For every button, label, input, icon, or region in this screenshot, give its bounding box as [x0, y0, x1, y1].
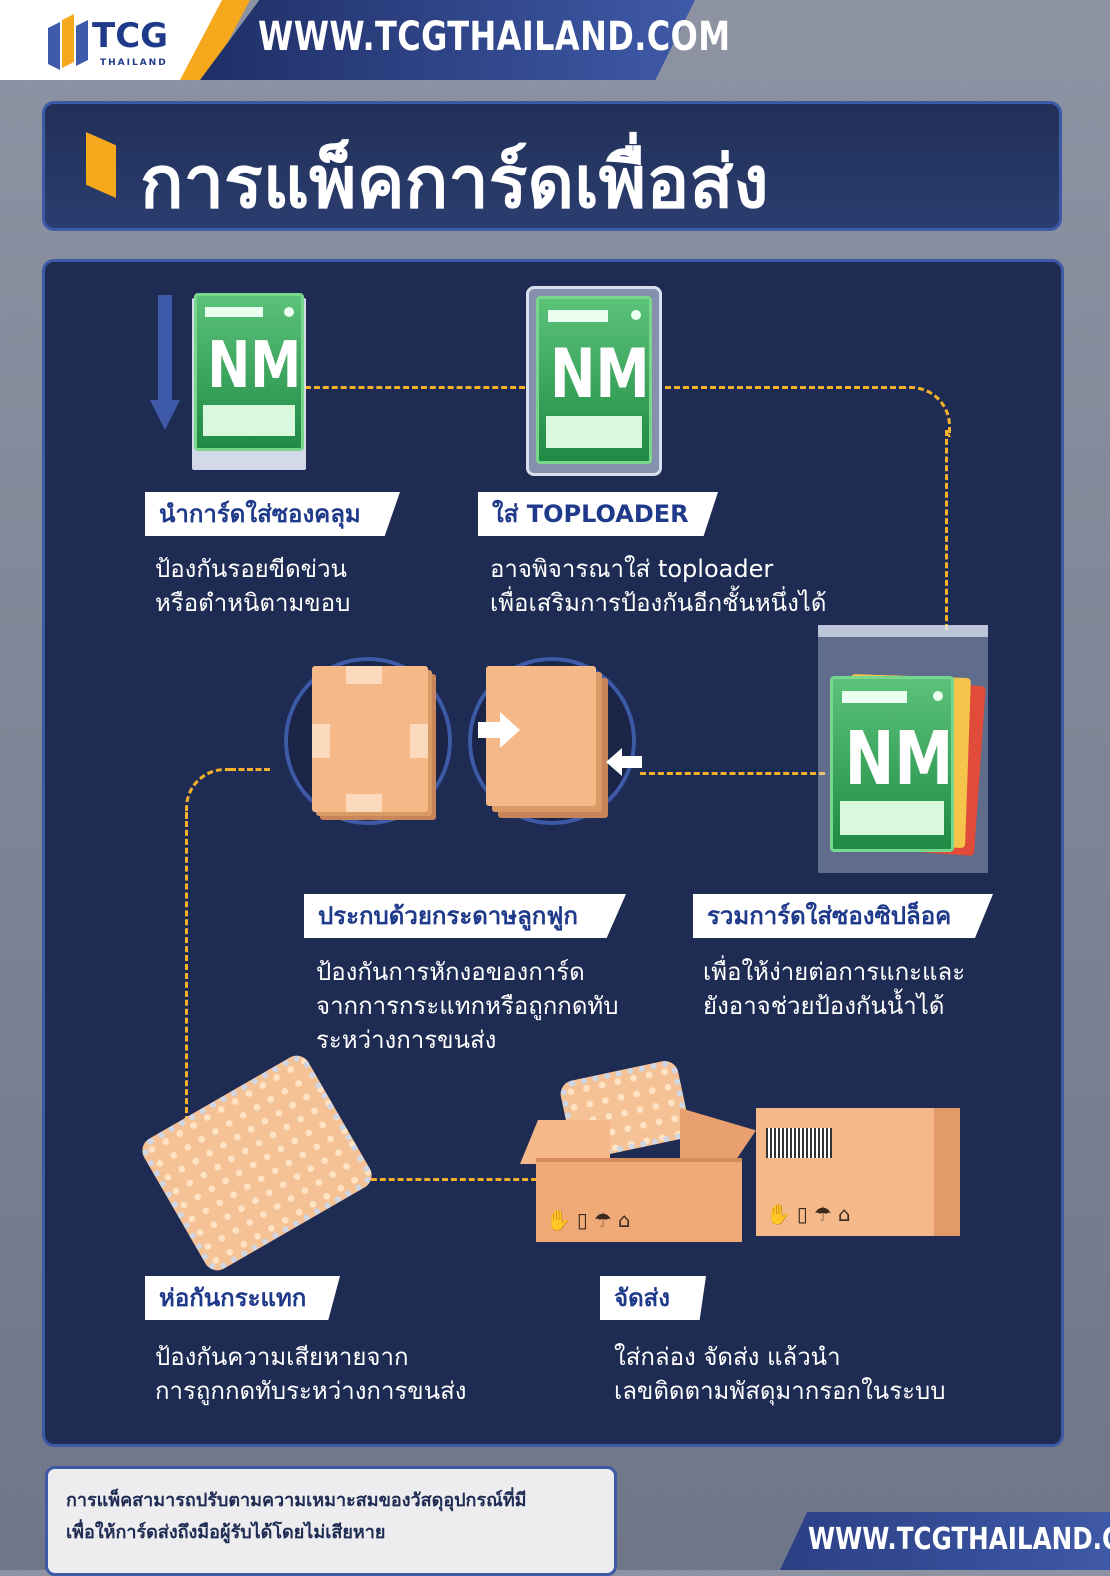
step-4-label: รวมการ์ดใส่ซองซิปล็อค: [693, 894, 993, 938]
press-arrow-head-icon: [606, 748, 622, 776]
handling-symbols-icon: ✋▯☂⌂: [546, 1208, 637, 1232]
footer-note: การแพ็คสามารถปรับตามความเหมาะสมของวัสดุอ…: [45, 1466, 617, 1576]
step-2-label: ใส่ TOPLOADER: [478, 492, 718, 536]
connector-line: [665, 386, 905, 389]
cardboard-sheet-icon: [312, 666, 428, 812]
connector-line: [640, 772, 825, 775]
connector-line: [362, 1178, 537, 1181]
connector-line: [230, 768, 270, 771]
connector-line: [945, 430, 948, 630]
title-bar: [42, 101, 1062, 231]
handling-symbols-icon: ✋▯☂⌂: [766, 1202, 857, 1226]
step-4-desc-line-1: เพื่อให้ง่ายต่อการแกะและ: [703, 958, 966, 986]
step-3-desc-line-2: จากการกระแทกหรือถูกกดทับ: [316, 992, 619, 1020]
nm-card-bag: NM: [830, 676, 954, 852]
step-5-label: ห่อกันกระแทก: [145, 1276, 340, 1320]
step-2-desc-line-2: เพื่อเสริมการป้องกันอีกชั้นหนึ่งได้: [490, 589, 827, 617]
footer-url-banner: [780, 1512, 1110, 1570]
down-arrow-head-icon: [150, 400, 180, 430]
step-5-desc-line-2: การถูกกดทับระหว่างการขนส่ง: [155, 1377, 467, 1405]
logo-subtext: THAILAND: [100, 58, 168, 68]
step-3-desc-line-1: ป้องกันการหักงอของการ์ด: [316, 958, 585, 986]
barcode-label-icon: [766, 1128, 832, 1158]
nm-card-toploader: NM: [536, 296, 652, 464]
connector-line: [305, 386, 525, 389]
step-2-desc-line-1: อาจพิจารณาใส่ toploader: [490, 555, 774, 583]
press-arrow-left-icon: [620, 756, 642, 768]
footer-url[interactable]: WWW.TCGTHAILAND.COM: [808, 1522, 1110, 1557]
step-1-desc-line-2: หรือตำหนิตามขอบ: [155, 589, 351, 617]
box-side: [934, 1108, 960, 1236]
connector-curve: [185, 768, 236, 819]
open-shipping-box: ✋▯☂⌂: [536, 1158, 742, 1242]
step-3-desc-line-3: ระหว่างการขนส่ง: [316, 1026, 497, 1054]
step-3-label: ประกบด้วยกระดาษลูกฟูก: [304, 894, 626, 938]
logo-text: TCG: [92, 16, 169, 56]
card-grade-text: NM: [207, 329, 302, 404]
page-title: การแพ็คการ์ดเพื่อส่ง: [140, 140, 769, 224]
step-1-desc-line-1: ป้องกันรอยขีดข่วน: [155, 555, 347, 583]
step-6-desc-line-1: ใส่กล่อง จัดส่ง แล้วนำ: [614, 1343, 841, 1371]
step-6-label: จัดส่ง: [600, 1276, 706, 1320]
press-arrow-right-icon: [478, 722, 502, 738]
connector-line: [185, 812, 188, 1122]
card-grade-text: NM: [550, 334, 650, 414]
footer-note-line-2: เพื่อให้การ์ดส่งถึงมือผู้รับได้โดยไม่เสี…: [66, 1522, 386, 1543]
down-arrow-icon: [158, 295, 172, 413]
header-url[interactable]: WWW.TCGTHAILAND.COM: [258, 14, 731, 60]
step-6-desc-line-2: เลขติดตามพัสดุมากรอกในระบบ: [614, 1377, 946, 1405]
tcg-logo-icon: [48, 14, 88, 70]
card-grade-text: NM: [844, 716, 954, 803]
step-4-desc-line-2: ยังอาจช่วยป้องกันน้ำได้: [703, 992, 945, 1020]
press-arrow-head-icon: [500, 712, 520, 748]
header-url-banner: [200, 0, 695, 80]
step-1-label: นำการ์ดใส่ซองคลุม: [145, 492, 400, 536]
footer-note-line-1: การแพ็คสามารถปรับตามความเหมาะสมของวัสดุอ…: [66, 1490, 527, 1511]
nm-card: NM: [194, 293, 304, 451]
closed-shipping-box: ✋▯☂⌂: [756, 1108, 934, 1236]
step-5-desc-line-1: ป้องกันความเสียหายจาก: [155, 1343, 409, 1371]
open-box-flap: [520, 1120, 610, 1164]
